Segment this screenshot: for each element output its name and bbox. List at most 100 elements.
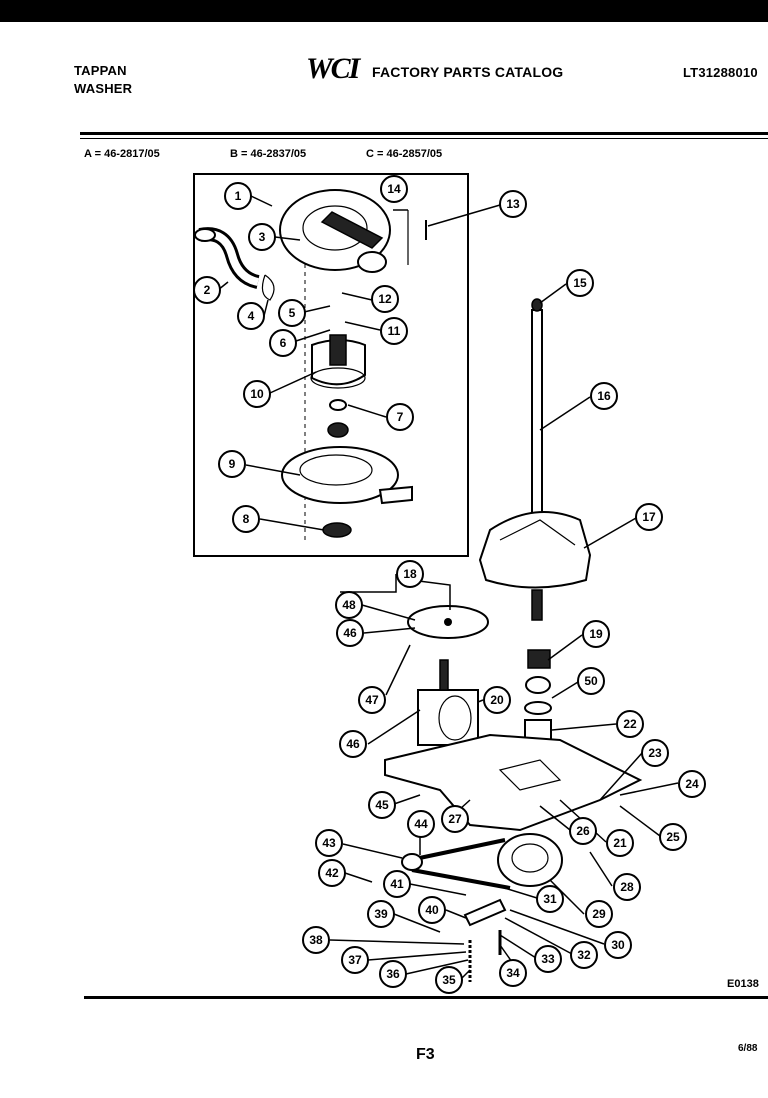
callout-22: 22 <box>616 710 644 738</box>
callout-19: 19 <box>582 620 610 648</box>
agitator-shaft <box>531 298 543 521</box>
callout-29: 29 <box>585 900 613 928</box>
callout-8-label: 8 <box>243 512 250 526</box>
callout-3: 3 <box>248 223 276 251</box>
tub-cover-part <box>279 189 391 273</box>
pump-housing-part <box>281 446 413 505</box>
impeller-part <box>310 334 366 389</box>
callout-32-label: 32 <box>577 948 591 962</box>
motor-part <box>417 659 479 746</box>
brand-name: TAPPAN <box>74 63 127 78</box>
callout-27-label: 27 <box>448 812 462 826</box>
callout-20-label: 20 <box>490 693 504 707</box>
callout-3-label: 3 <box>259 230 266 244</box>
callout-47: 47 <box>358 686 386 714</box>
callout-22-label: 22 <box>623 717 637 731</box>
callout-6-label: 6 <box>280 336 287 350</box>
callout-15-label: 15 <box>573 276 587 290</box>
callout-12-label: 12 <box>378 292 392 306</box>
callout-12: 12 <box>371 285 399 313</box>
callout-39: 39 <box>367 900 395 928</box>
page-number: F3 <box>416 1046 435 1063</box>
callout-46-lower-label: 46 <box>346 737 360 751</box>
callout-30: 30 <box>604 931 632 959</box>
base-plate-part <box>384 733 643 832</box>
transmission-part <box>478 511 592 621</box>
callout-6: 6 <box>269 329 297 357</box>
callout-26: 26 <box>569 817 597 845</box>
callout-32: 32 <box>570 941 598 969</box>
callout-38-label: 38 <box>309 933 323 947</box>
revision-date: 6/88 <box>738 1043 758 1054</box>
footer-rule <box>84 996 768 999</box>
callout-35-label: 35 <box>442 973 456 987</box>
callout-37: 37 <box>341 946 369 974</box>
callout-31: 31 <box>536 885 564 913</box>
model-number: LT31288010 <box>683 65 758 80</box>
callout-33: 33 <box>534 945 562 973</box>
spring-stack <box>524 649 552 743</box>
callout-1-label: 1 <box>235 189 242 203</box>
callout-44-label: 44 <box>414 817 428 831</box>
hose-part <box>194 227 260 289</box>
wci-logo: WCI <box>306 52 360 85</box>
seal-small <box>329 399 347 411</box>
callout-41-label: 41 <box>390 877 404 891</box>
callout-29-label: 29 <box>592 907 606 921</box>
callout-15: 15 <box>566 269 594 297</box>
callout-35: 35 <box>435 966 463 994</box>
callout-2: 2 <box>193 276 221 304</box>
callout-19-label: 19 <box>589 627 603 641</box>
callout-10: 10 <box>243 380 271 408</box>
callout-47-label: 47 <box>365 693 379 707</box>
callout-43-label: 43 <box>322 836 336 850</box>
callout-10-label: 10 <box>250 387 264 401</box>
callout-34: 34 <box>499 959 527 987</box>
callout-13: 13 <box>499 190 527 218</box>
callout-28: 28 <box>613 873 641 901</box>
clamp-part <box>261 274 275 301</box>
bearing-part <box>327 422 349 438</box>
callout-16: 16 <box>590 382 618 410</box>
callout-21: 21 <box>606 829 634 857</box>
callout-41: 41 <box>383 870 411 898</box>
callout-44: 44 <box>407 810 435 838</box>
callout-9: 9 <box>218 450 246 478</box>
callout-37-label: 37 <box>348 953 362 967</box>
callout-4-label: 4 <box>248 309 255 323</box>
header-rule-thin <box>80 138 768 139</box>
variant-b: B = 46-2837/05 <box>230 148 307 160</box>
drawing-code: E0138 <box>727 978 759 990</box>
callout-5-label: 5 <box>289 306 296 320</box>
callout-36-label: 36 <box>386 967 400 981</box>
shift-plate-part <box>407 605 489 639</box>
callout-30-label: 30 <box>611 938 625 952</box>
brand-block: TAPPAN WASHER <box>74 62 132 98</box>
callout-14-label: 14 <box>387 182 401 196</box>
inset-frame <box>193 173 469 557</box>
callout-45: 45 <box>368 791 396 819</box>
callout-17-label: 17 <box>642 510 656 524</box>
callout-33-label: 33 <box>541 952 555 966</box>
callout-27: 27 <box>441 805 469 833</box>
callout-31-label: 31 <box>543 892 557 906</box>
pulley-belt <box>401 833 563 890</box>
catalog-title: FACTORY PARTS CATALOG <box>372 64 564 80</box>
seal-bottom <box>322 522 352 538</box>
callout-23: 23 <box>641 739 669 767</box>
callout-46-upper: 46 <box>336 619 364 647</box>
header-rule <box>80 132 768 135</box>
callout-48: 48 <box>335 591 363 619</box>
callout-21-label: 21 <box>613 836 627 850</box>
idler-arm <box>463 898 507 982</box>
callout-7: 7 <box>386 403 414 431</box>
callout-20: 20 <box>483 686 511 714</box>
callout-39-label: 39 <box>374 907 388 921</box>
callout-17: 17 <box>635 503 663 531</box>
callout-4: 4 <box>237 302 265 330</box>
variant-a: A = 46-2817/05 <box>84 148 160 160</box>
callout-24-label: 24 <box>685 777 699 791</box>
callout-38: 38 <box>302 926 330 954</box>
callout-36: 36 <box>379 960 407 988</box>
